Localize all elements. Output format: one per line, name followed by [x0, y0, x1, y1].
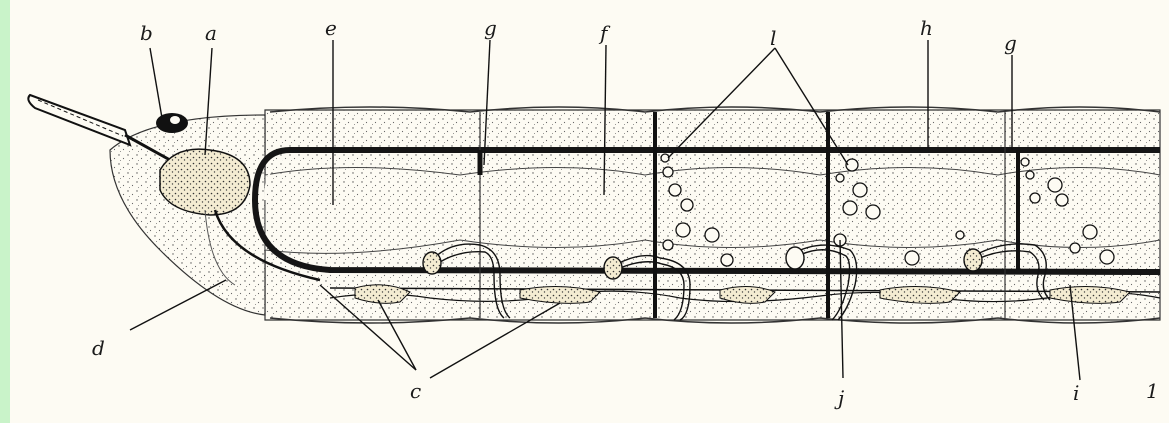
label-g-left: g: [484, 16, 497, 40]
label-g-right: g: [1004, 31, 1017, 55]
label-f: f: [598, 21, 611, 45]
label-d: d: [92, 336, 105, 360]
label-l: l: [770, 26, 776, 50]
label-h: h: [920, 16, 933, 40]
figure-number: 1: [1146, 379, 1159, 403]
label-i: i: [1073, 381, 1079, 405]
label-c: c: [410, 379, 421, 403]
label-b: b: [140, 21, 153, 45]
label-a: a: [205, 21, 217, 45]
label-j: j: [834, 386, 844, 410]
label-e: e: [325, 16, 337, 40]
